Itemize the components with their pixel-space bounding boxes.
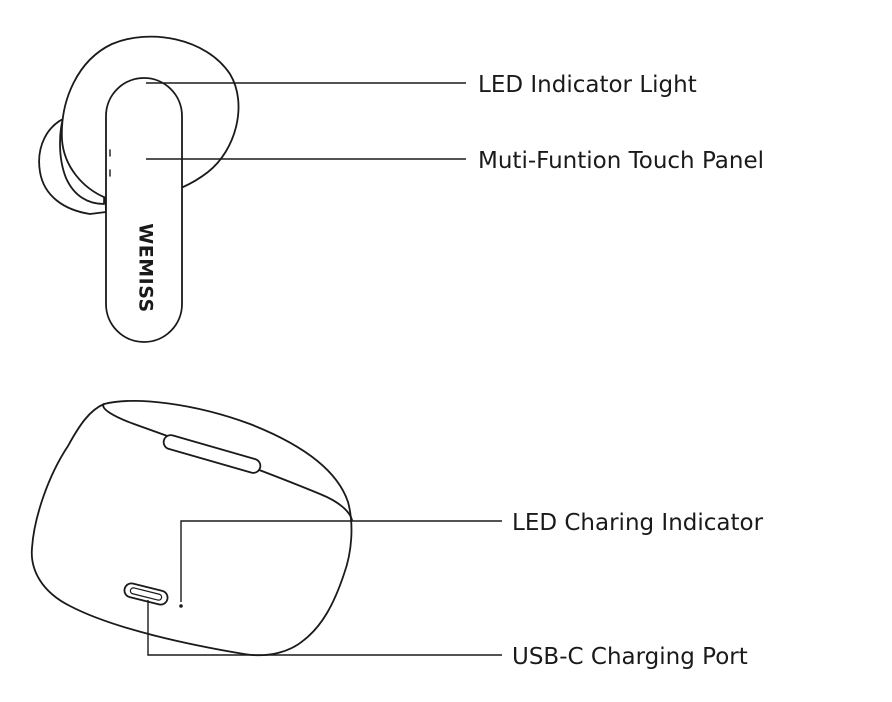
- case-body: [30, 400, 353, 657]
- label-led-charging: LED Charing Indicator: [512, 510, 764, 536]
- leader-usb-port: [147, 600, 502, 656]
- callout-usb-port: USB-C Charging Port: [147, 600, 748, 670]
- label-usb-port: USB-C Charging Port: [512, 644, 748, 670]
- case-led-dot: [179, 604, 183, 608]
- charging-case-illustration: [30, 400, 353, 657]
- label-touch-panel: Muti-Funtion Touch Panel: [478, 148, 764, 174]
- earbud-illustration: [38, 35, 240, 343]
- label-led-indicator: LED Indicator Light: [478, 72, 697, 98]
- callout-led-indicator: LED Indicator Light: [146, 72, 697, 98]
- callout-led-charging: LED Charing Indicator: [180, 510, 764, 602]
- case-hinge-slot: [162, 434, 262, 474]
- callout-touch-panel: Muti-Funtion Touch Panel: [146, 148, 764, 174]
- earbud-stem: [105, 77, 183, 343]
- brand-logo-text: WEMISS: [135, 223, 157, 312]
- leader-led-charging: [180, 520, 502, 602]
- brand-logo: WEMISS: [135, 223, 157, 312]
